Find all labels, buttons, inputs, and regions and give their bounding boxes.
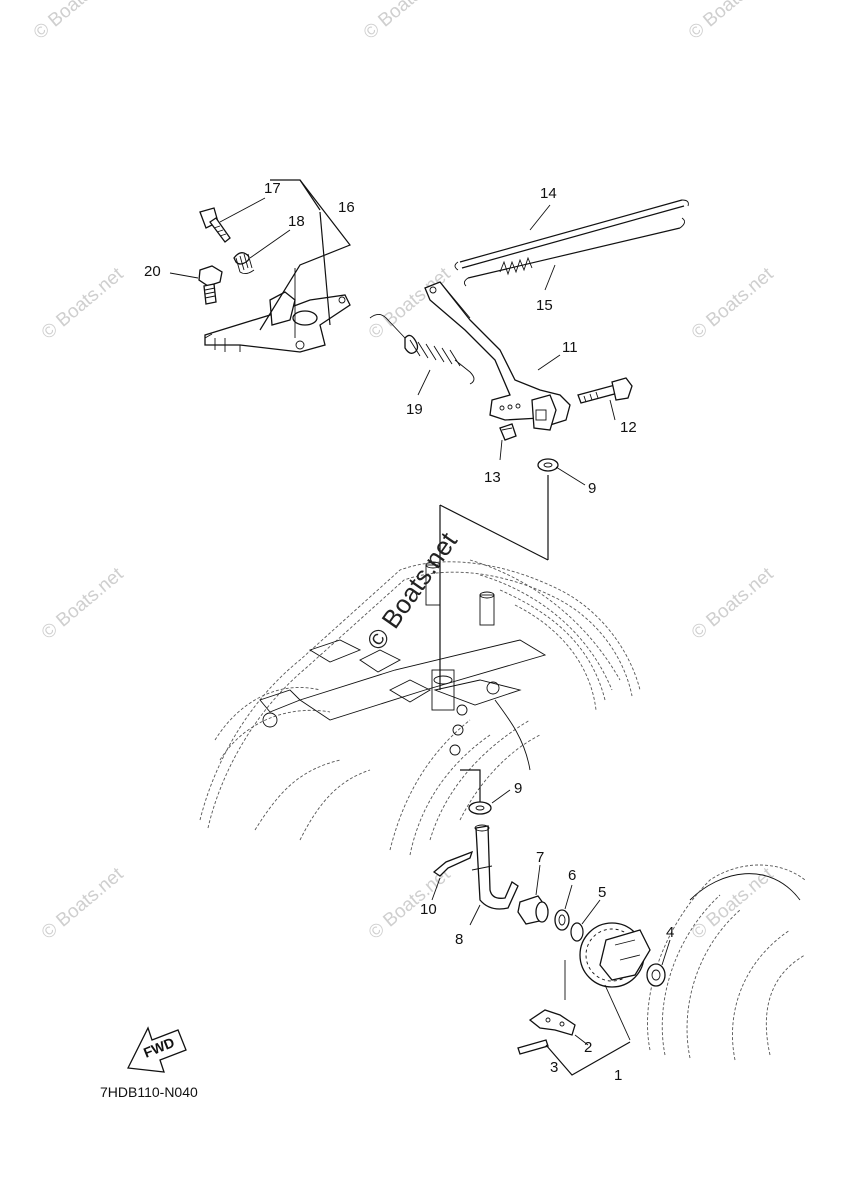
callout-6: 6 [568, 867, 576, 884]
callout-5: 5 [598, 884, 606, 901]
callout-1: 1 [614, 1067, 622, 1084]
center-watermark: © Boats.net [360, 526, 463, 655]
callout-7: 7 [536, 849, 544, 866]
bolt-part-12 [577, 377, 633, 404]
clip-part-10 [431, 850, 474, 901]
callout-12: 12 [620, 419, 637, 436]
ring-part-5 [570, 899, 601, 942]
watermark: © Boats.net [38, 563, 128, 644]
washer-part-4 [646, 939, 671, 987]
watermark: © Boats.net [38, 263, 128, 344]
spring-part-19 [369, 314, 475, 385]
callout-9-lower: 9 [514, 780, 522, 797]
leader-lines-upper [169, 179, 616, 808]
watermark-layer: © Boats.net © Boats.net © Boats.net © Bo… [30, 0, 778, 944]
callout-3: 3 [550, 1059, 558, 1076]
diagram-code: 7HDB110-N040 [100, 1084, 198, 1100]
fwd-direction-arrow: FWD [127, 1026, 187, 1073]
watermark: © Boats.net [688, 563, 778, 644]
engine-housing [199, 559, 806, 1061]
callout-20: 20 [144, 263, 161, 280]
callout-10: 10 [420, 901, 437, 918]
callout-labels: 17 16 18 20 14 15 11 19 12 13 9 9 7 6 5 … [144, 180, 674, 1084]
watermark: © Boats.net [685, 0, 775, 44]
callout-15: 15 [536, 297, 553, 314]
bolt-part-20 [198, 265, 223, 305]
watermark: © Boats.net [38, 863, 128, 944]
callout-2: 2 [584, 1039, 592, 1056]
callout-18: 18 [288, 213, 305, 230]
link-rod-part-15 [463, 217, 685, 287]
throttle-lever-part-11 [424, 281, 571, 431]
pin-part-3 [517, 1039, 631, 1076]
washer-part-9-upper [537, 458, 559, 472]
callout-8: 8 [455, 931, 463, 948]
watermark: © Boats.net [360, 0, 450, 44]
collar-part-13 [499, 423, 517, 441]
callout-16: 16 [338, 199, 355, 216]
link-rod-part-14 [454, 199, 689, 271]
washer-part-9-lower [468, 789, 511, 815]
callout-14: 14 [540, 185, 557, 202]
spring-part-18 [233, 252, 255, 275]
throttle-bracket-assembly [204, 291, 351, 353]
callout-13: 13 [484, 469, 501, 486]
bolt-part-17 [199, 207, 231, 243]
plate-part-2 [528, 960, 589, 1046]
gear-part-1 [579, 922, 651, 1041]
callout-11: 11 [562, 339, 578, 356]
callout-4: 4 [666, 924, 674, 941]
callout-19: 19 [406, 401, 423, 418]
washer-part-6 [554, 884, 573, 931]
callout-17: 17 [264, 180, 281, 197]
watermark: © Boats.net [30, 0, 120, 44]
watermark: © Boats.net [688, 263, 778, 344]
shaft-part-8 [469, 824, 519, 926]
callout-9-upper: 9 [588, 480, 596, 497]
collar-part-7 [517, 864, 549, 925]
